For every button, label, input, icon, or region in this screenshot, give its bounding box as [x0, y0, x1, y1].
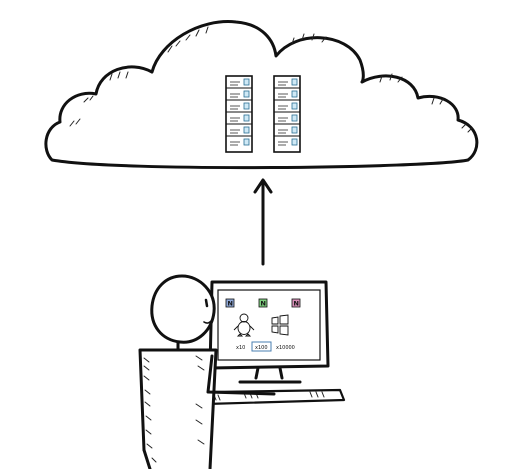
option-x10000[interactable]: x10000	[276, 345, 295, 351]
svg-text:N: N	[228, 300, 233, 308]
windows-logo-icon	[271, 314, 289, 336]
svg-text:N: N	[261, 300, 266, 308]
cloud-hatching	[69, 26, 473, 133]
server-rack-right	[273, 75, 301, 153]
option-x100-label: x100	[255, 345, 268, 351]
screen-badge-pink: N	[291, 298, 301, 308]
upload-arrow	[253, 178, 273, 266]
svg-text:N: N	[294, 300, 299, 308]
person	[138, 274, 276, 469]
server-rack-left	[225, 75, 253, 153]
option-x100[interactable]: x100	[251, 341, 272, 352]
linux-penguin-icon	[233, 313, 255, 337]
option-x10-label: x10	[236, 345, 245, 351]
screen-badge-green: N	[258, 298, 268, 308]
screen-badge-blue: N	[225, 298, 235, 308]
cloud	[44, 20, 479, 170]
option-x10[interactable]: x10	[236, 345, 245, 351]
monitor: N N N x10 x100	[208, 280, 330, 384]
option-x10000-label: x10000	[276, 345, 295, 351]
